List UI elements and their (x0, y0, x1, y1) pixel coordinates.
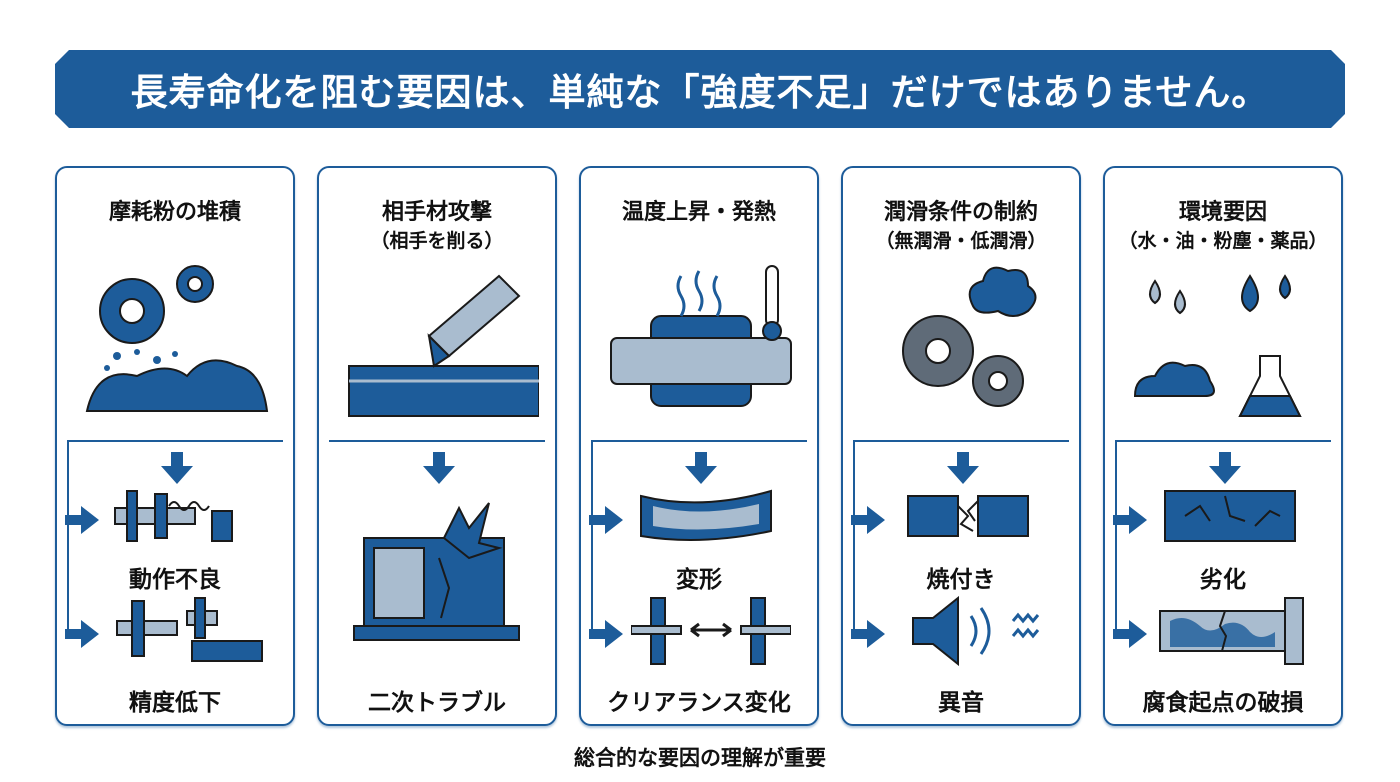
divider (67, 440, 283, 442)
heated-bearing-icon (610, 265, 792, 407)
branch-line (591, 440, 593, 636)
panel-title: 温度上昇・発熱 (621, 200, 776, 225)
right-arrow-icon (851, 620, 885, 648)
panel-counterpart-attack: 相手材攻撃 （相手を削る） 二次トラブル (317, 166, 557, 726)
right-arrow-icon (851, 506, 885, 534)
divider (1115, 440, 1331, 442)
clearance-change-icon (631, 597, 791, 665)
branch-line (853, 440, 855, 636)
cutting-blade-icon (348, 274, 539, 417)
gears-debris-icon (85, 265, 269, 412)
down-arrow-icon (1209, 452, 1241, 484)
header-banner: 長寿命化を阻む要因は、単純な「強度不足」だけではありません。 (55, 50, 1345, 128)
branch-line (67, 440, 69, 636)
smoking-gears-icon (902, 266, 1037, 407)
panel-title: 潤滑条件の制約 (883, 200, 1038, 225)
down-arrow-icon (685, 452, 717, 484)
water-dust-chemical-icon (1133, 274, 1302, 417)
panel-subtitle: （相手を削る） (370, 230, 504, 252)
panel-title: 相手材攻撃 (381, 200, 492, 225)
panel-wear-debris: 摩耗粉の堆積 動作不良 精度低下 (55, 166, 295, 726)
down-arrow-icon (161, 452, 193, 484)
cracked-block-icon (1164, 490, 1296, 542)
panel-title: 環境要因 (1178, 200, 1267, 225)
effect-label: 動作不良 (129, 567, 221, 593)
branch-line (1115, 440, 1117, 636)
effect-label: 二次トラブル (368, 690, 506, 716)
effect-label: 焼付き (926, 567, 996, 593)
right-arrow-icon (65, 620, 99, 648)
effect-label: 異音 (938, 690, 984, 716)
right-arrow-icon (589, 620, 623, 648)
deformed-plate-icon (640, 489, 772, 541)
panel-temperature-rise: 温度上昇・発熱 変形 クリアランス変化 (579, 166, 819, 726)
panel-title: 摩耗粉の堆積 (108, 200, 241, 225)
effect-label: 精度低下 (129, 690, 221, 716)
down-arrow-icon (423, 452, 455, 484)
header-title: 長寿命化を阻む要因は、単純な「強度不足」だけではありません。 (130, 71, 1270, 114)
jammed-shaft-icon (114, 490, 233, 542)
divider (853, 440, 1069, 442)
panel-subtitle: （無潤滑・低潤滑） (875, 230, 1047, 252)
effect-label: 腐食起点の破損 (1142, 690, 1304, 716)
effect-label: 変形 (676, 567, 722, 593)
right-arrow-icon (1113, 620, 1147, 648)
right-arrow-icon (589, 506, 623, 534)
broken-machine-icon (353, 502, 520, 641)
down-arrow-icon (947, 452, 979, 484)
panel-lubrication-limits: 潤滑条件の制約 （無潤滑・低潤滑） 焼付き 異音 (841, 166, 1081, 726)
speaker-noise-icon (912, 596, 1040, 666)
panel-environment: 環境要因 （水・油・粉塵・薬品） 劣化 腐食起点の破損 (1103, 166, 1343, 726)
precision-ruler-icon (116, 597, 263, 662)
divider (329, 440, 545, 442)
effect-label: クリアランス変化 (607, 690, 791, 716)
divider (591, 440, 807, 442)
panel-subtitle: （水・油・粉塵・薬品） (1118, 230, 1328, 252)
seizure-icon (907, 495, 1029, 537)
effect-label: 劣化 (1200, 567, 1246, 593)
corroded-shaft-icon (1159, 597, 1304, 665)
footer-caption: 総合的な要因の理解が重要 (574, 746, 826, 770)
right-arrow-icon (65, 506, 99, 534)
right-arrow-icon (1113, 506, 1147, 534)
